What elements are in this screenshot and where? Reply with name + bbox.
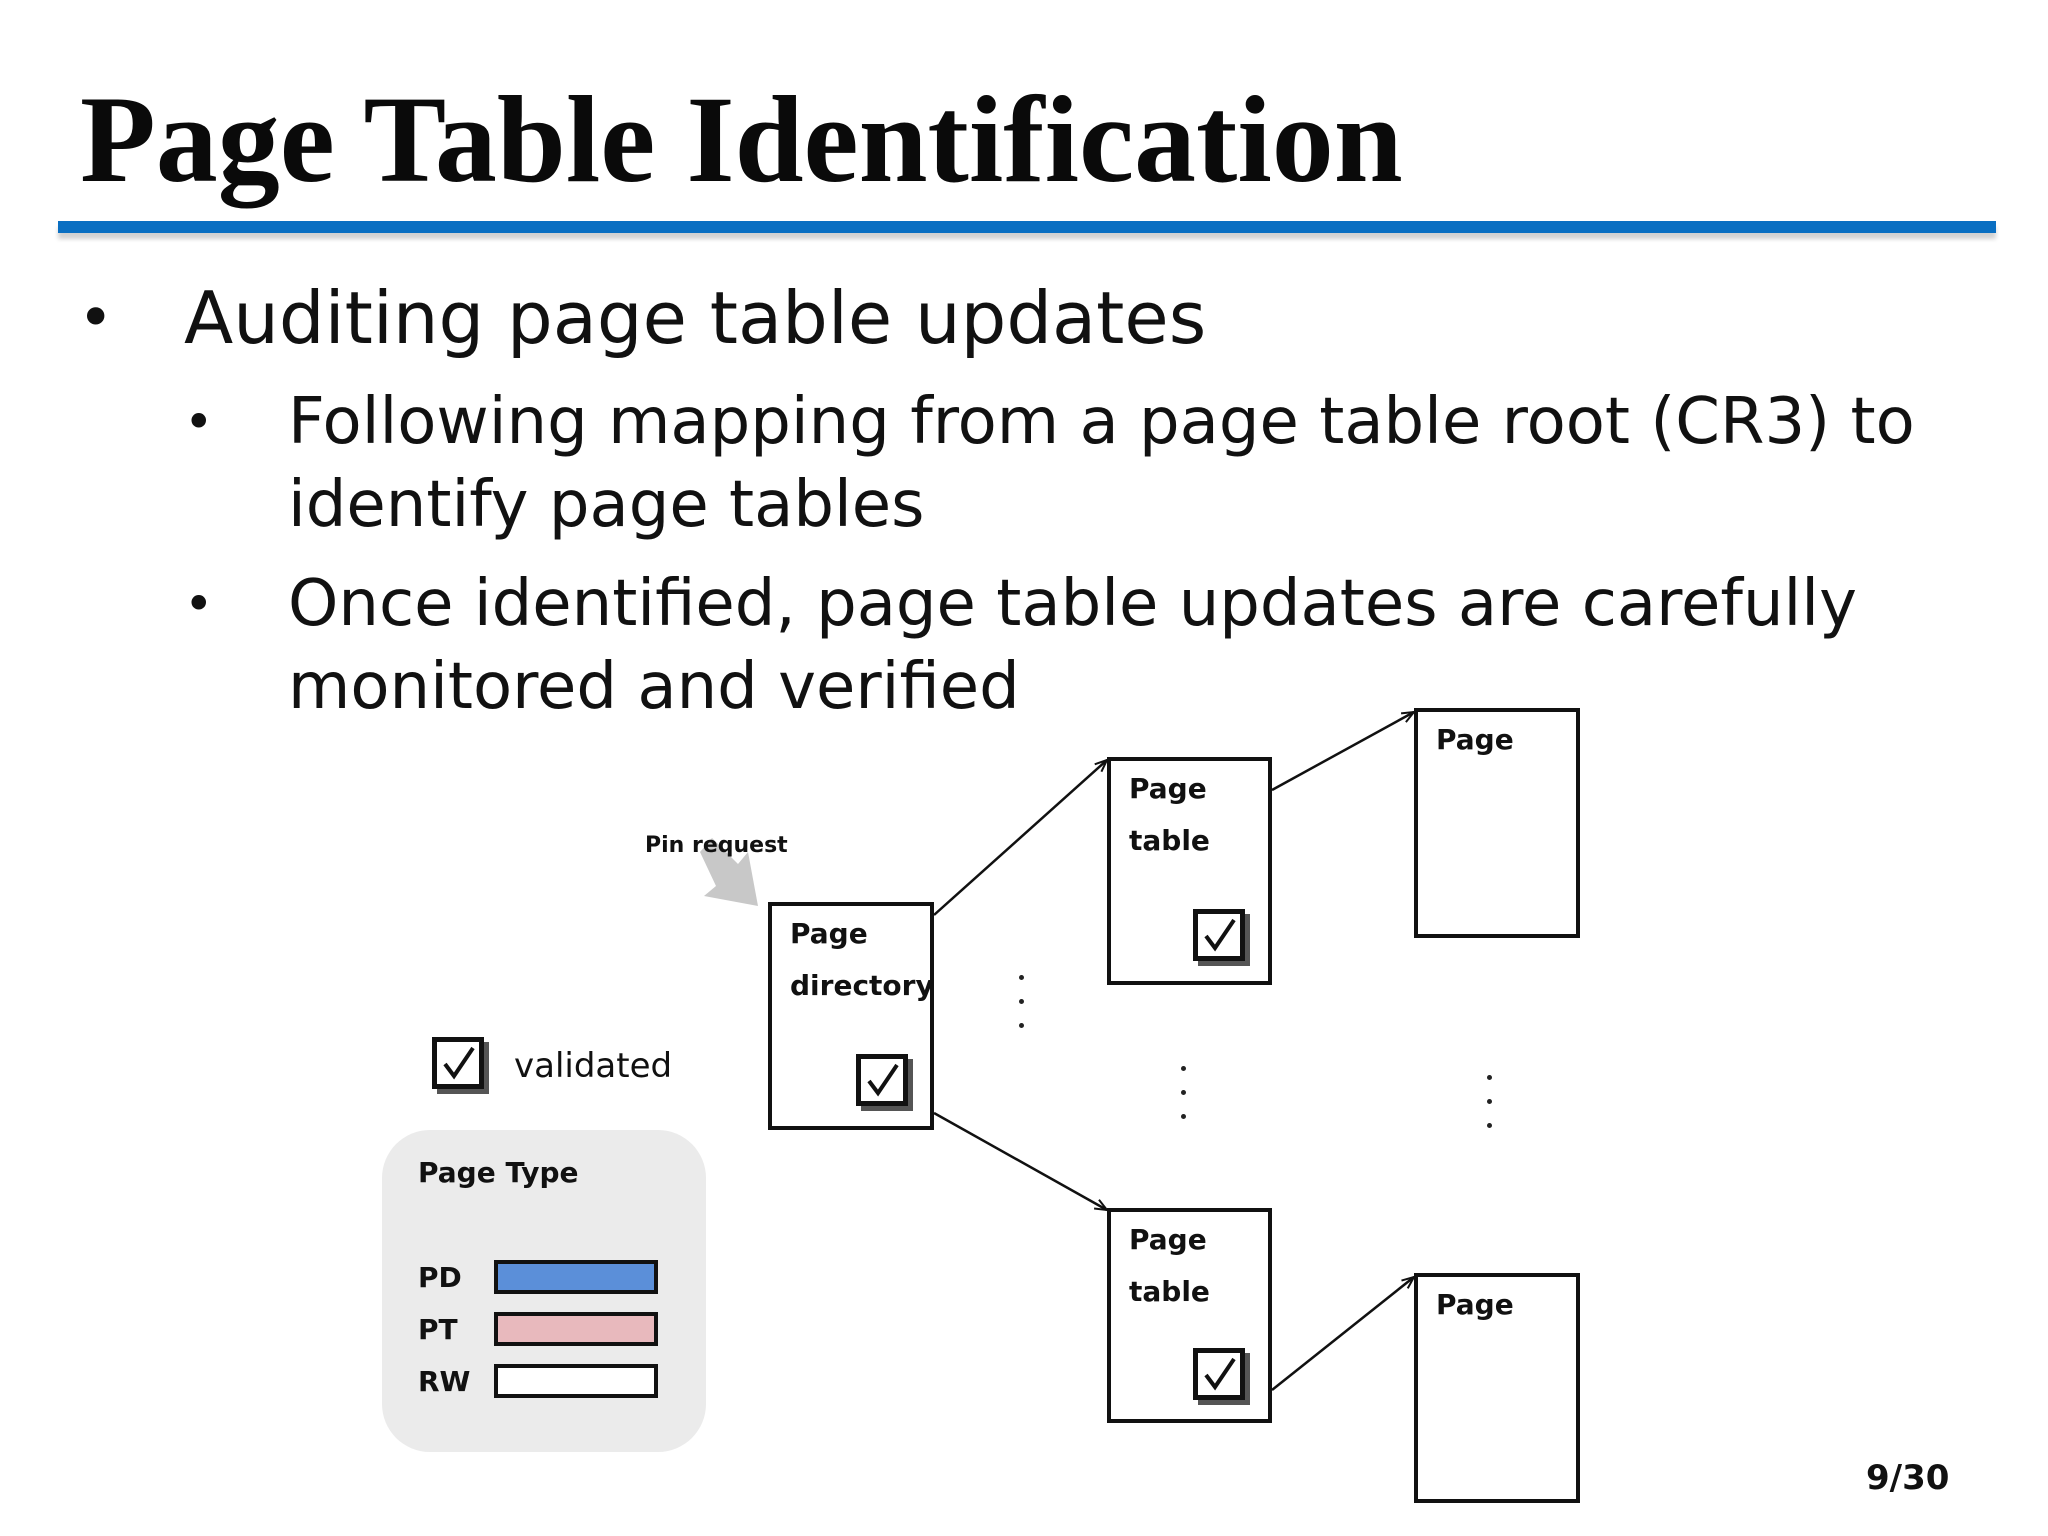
bullet-main: Auditing page table updates (184, 276, 1207, 360)
pin-request-label: Pin request (645, 833, 788, 858)
page-table-bottom-label-2: table (1129, 1275, 1210, 1308)
page-table-bottom-label-1: Page (1129, 1223, 1207, 1256)
ellipsis-vertical-icon (1181, 1066, 1187, 1138)
page-bottom-box: Page (1414, 1273, 1580, 1503)
slide-title: Page Table Identification (80, 71, 1403, 208)
page-directory-label-2: directory (790, 969, 934, 1002)
sub-bullet-2-line-2: monitored and verified (288, 650, 1020, 724)
page-bottom-label: Page (1436, 1288, 1514, 1321)
validated-legend-checkbox-icon (432, 1037, 484, 1089)
validated-legend-label: validated (514, 1046, 673, 1086)
page-type-legend: Page Type PD PT RW (382, 1130, 706, 1452)
arrow-pt-bottom-to-page (1271, 1277, 1414, 1391)
page-directory-label-1: Page (790, 917, 868, 950)
bullet-marker: • (78, 283, 114, 353)
sub-bullet-1-line-1: Following mapping from a page table root… (288, 385, 1915, 459)
title-underline (58, 221, 1996, 233)
page-top-label: Page (1436, 723, 1514, 756)
legend-label-pt: PT (418, 1313, 458, 1346)
sub-bullet-marker: • (184, 393, 214, 451)
page-table-top-label-1: Page (1129, 772, 1207, 805)
legend-swatch-pd (494, 1260, 658, 1294)
checkbox-checked-icon (1193, 909, 1245, 961)
pin-request-arrow (700, 838, 758, 906)
checkbox-checked-icon (856, 1054, 908, 1106)
sub-bullet-marker: • (184, 575, 214, 633)
page-table-top-label-2: table (1129, 824, 1210, 857)
legend-label-pd: PD (418, 1261, 462, 1294)
page-type-legend-title: Page Type (418, 1156, 579, 1189)
page-directory-box: Page directory (768, 902, 934, 1130)
sub-bullet-1-line-2: identify page tables (288, 468, 925, 542)
ellipsis-vertical-icon (1487, 1075, 1493, 1147)
page-table-top-box: Page table (1107, 757, 1272, 985)
page-table-bottom-box: Page table (1107, 1208, 1272, 1423)
arrow-pd-to-pt-top (933, 760, 1107, 916)
arrow-pd-to-pt-bottom (933, 1111, 1107, 1210)
legend-swatch-pt (494, 1312, 658, 1346)
checkbox-checked-icon (1193, 1348, 1245, 1400)
sub-bullet-2-line-1: Once identified, page table updates are … (288, 567, 1857, 641)
legend-swatch-rw (494, 1364, 658, 1398)
arrow-pt-top-to-page (1271, 712, 1414, 792)
page-top-box: Page (1414, 708, 1580, 938)
slide-page-number: 9/30 (1866, 1458, 1950, 1498)
legend-label-rw: RW (418, 1365, 471, 1398)
ellipsis-vertical-icon (1019, 975, 1025, 1047)
